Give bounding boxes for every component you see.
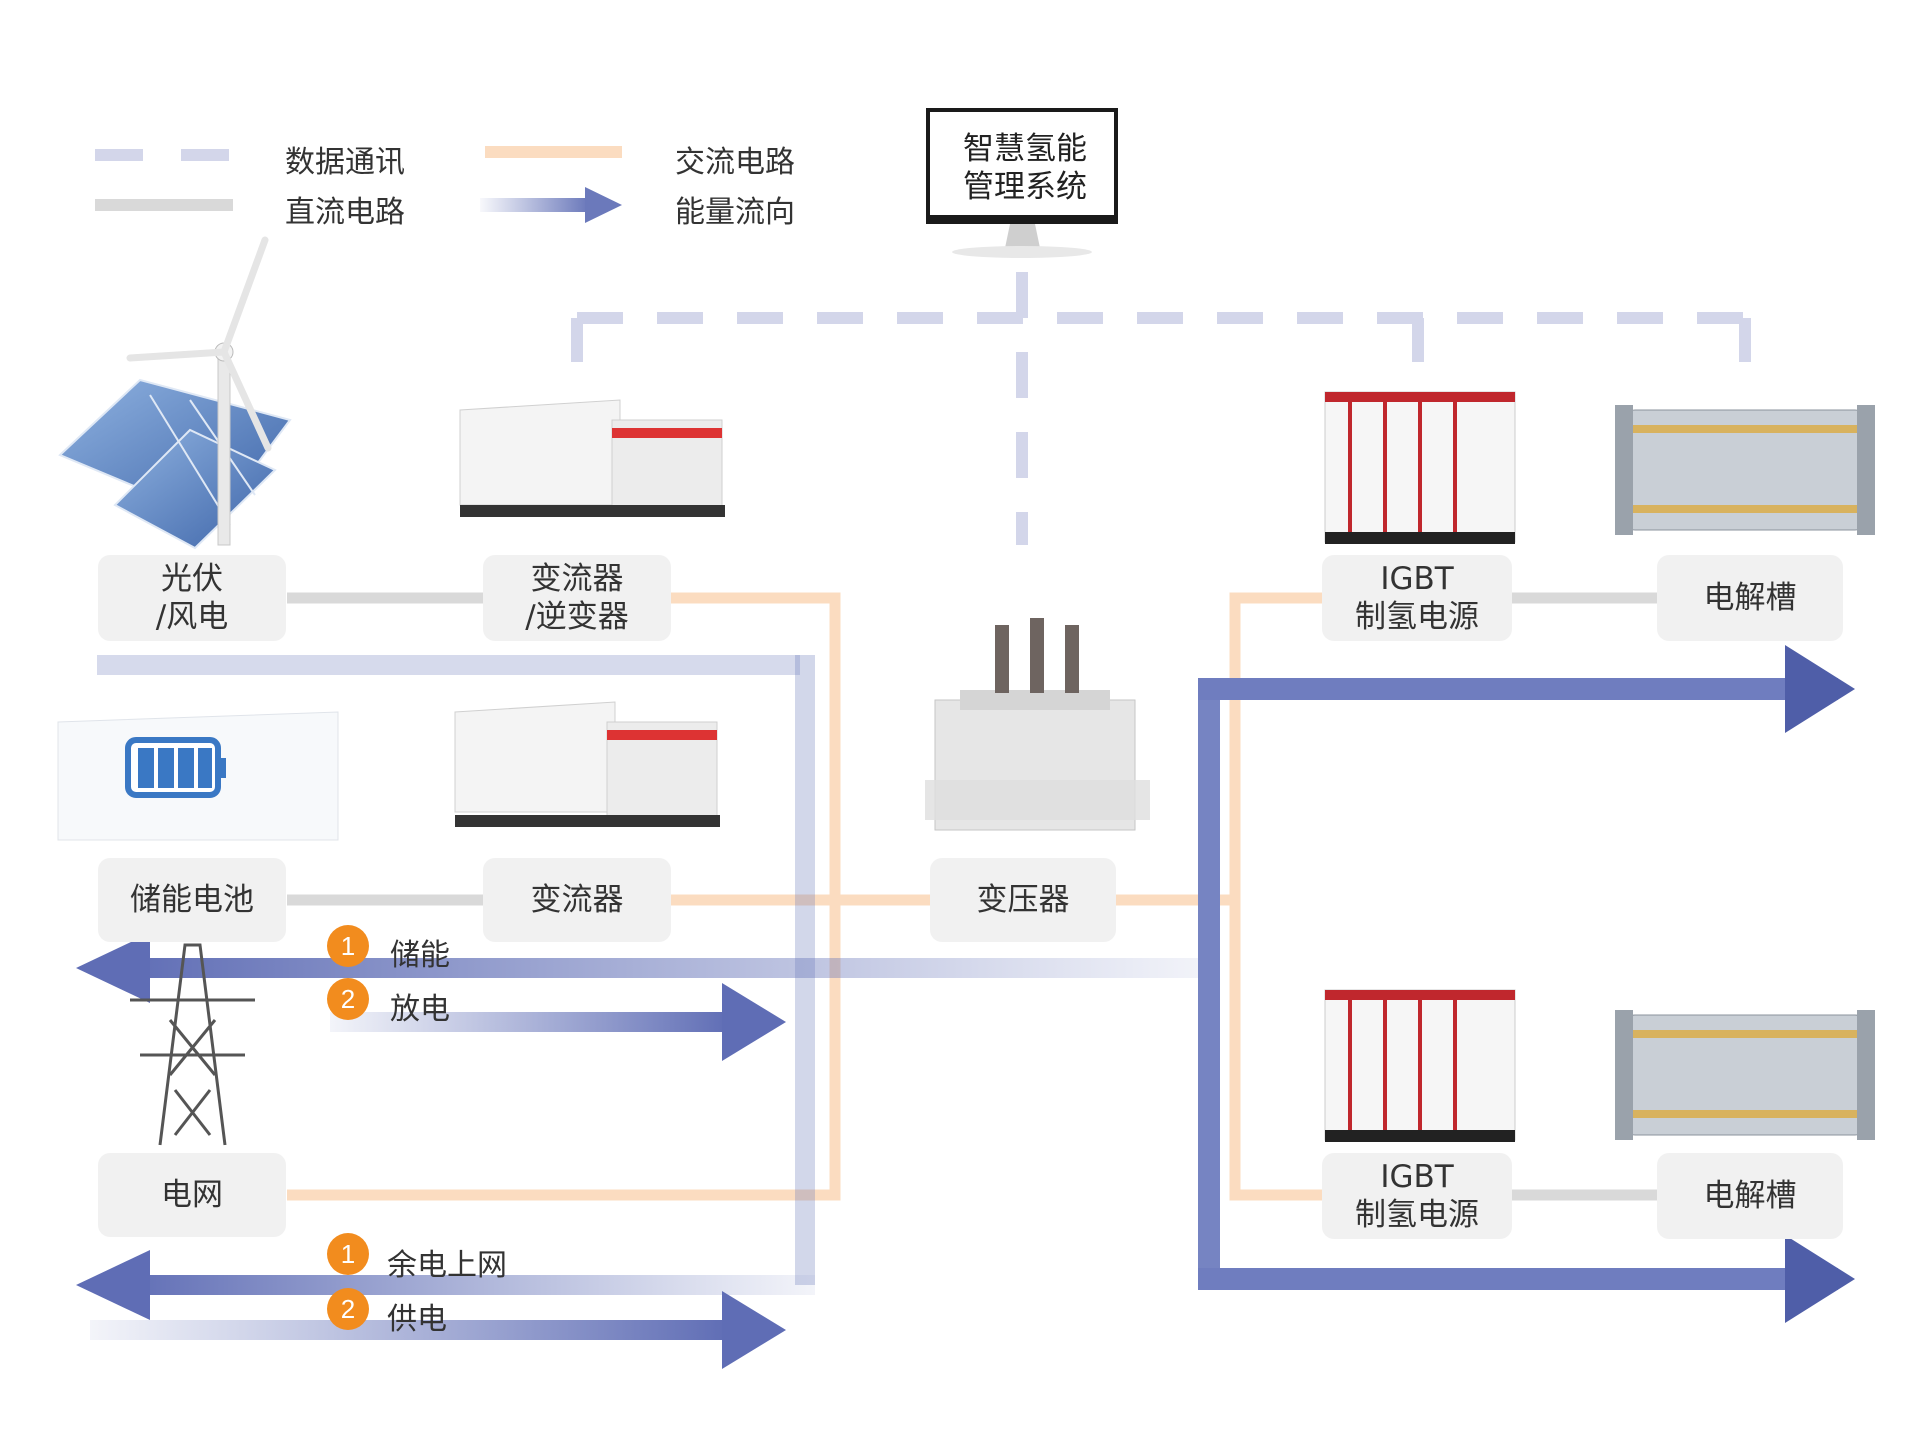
badge-discharge-2: 2	[327, 978, 369, 1020]
electrolyzer-image-bottom	[1615, 1010, 1875, 1140]
badge-surplus-1: 1	[327, 1233, 369, 1275]
flow-top-right-arrow	[1785, 645, 1855, 733]
management-system-label: 智慧氢能 管理系统	[935, 130, 1115, 206]
badge-storage-1: 1	[327, 925, 369, 967]
legend-flow-arrow	[480, 187, 622, 223]
data-comm-lines	[571, 272, 1763, 545]
electrolyzer-image-top	[1615, 405, 1875, 535]
energy-flow	[76, 645, 1855, 1369]
node-transformer: 变压器	[930, 858, 1116, 942]
transformer-image	[925, 618, 1150, 831]
battery-container-image	[57, 711, 339, 841]
flow-discharge-bar	[330, 1012, 730, 1032]
power-tower-image	[130, 943, 255, 1146]
converter-image	[454, 701, 720, 827]
flow-supply-bar	[90, 1320, 730, 1340]
node-grid: 电网	[98, 1153, 286, 1237]
flow-right-trunk	[1198, 678, 1220, 1288]
legend-dc-label: 直流电路	[285, 195, 405, 230]
node-igbt-bottom-line2: 制氢电源	[1355, 1197, 1479, 1233]
flow-label-storage: 储能	[390, 938, 450, 973]
flow-discharge-arrow	[722, 983, 786, 1061]
solar-wind-image	[58, 236, 292, 550]
flow-bottom-right-arrow	[1785, 1235, 1855, 1323]
flow-label-discharge: 放电	[390, 992, 450, 1027]
management-system-line1: 智慧氢能	[963, 131, 1087, 167]
node-converter: 变流器	[483, 858, 671, 942]
flow-surplus-bar	[120, 1275, 815, 1295]
flow-supply-arrow	[722, 1291, 786, 1369]
legend	[95, 146, 622, 223]
monitor-icon	[926, 108, 1118, 258]
node-igbt-top-line2: 制氢电源	[1355, 599, 1479, 635]
flow-surplus-arrow	[76, 1250, 150, 1320]
legend-data-comm-label: 数据通讯	[285, 145, 405, 180]
node-converter-inverter-line2: /逆变器	[525, 599, 629, 635]
flow-storage-left-arrow	[76, 933, 150, 1003]
igbt-cabinet-image-top	[1324, 391, 1516, 544]
converter-inverter-image	[459, 399, 725, 517]
dc-lines	[287, 592, 1660, 1201]
node-pv-wind: 光伏 /风电	[98, 555, 286, 641]
node-converter-inverter-line1: 变流器	[530, 561, 624, 597]
flow-main-bar	[120, 958, 1210, 978]
legend-ac-label: 交流电路	[675, 145, 795, 180]
legend-flow-label: 能量流向	[675, 195, 795, 230]
node-electrolyzer-top: 电解槽	[1657, 555, 1843, 641]
node-converter-inverter: 变流器 /逆变器	[483, 555, 671, 641]
node-igbt-bottom: IGBT 制氢电源	[1322, 1153, 1512, 1239]
flow-label-supply: 供电	[387, 1302, 447, 1337]
flow-pv-bar	[97, 655, 800, 675]
flow-bottom-right-bar	[1198, 1268, 1838, 1290]
node-igbt-top-line1: IGBT	[1380, 561, 1454, 597]
node-battery: 储能电池	[98, 858, 286, 942]
node-pv-wind-line2: /风电	[155, 599, 229, 635]
management-system-line2: 管理系统	[963, 169, 1087, 205]
flow-label-surplus: 余电上网	[387, 1248, 507, 1283]
node-igbt-top: IGBT 制氢电源	[1322, 555, 1512, 641]
badge-supply-2: 2	[327, 1288, 369, 1330]
igbt-cabinet-image-bottom	[1324, 989, 1516, 1142]
node-igbt-bottom-line1: IGBT	[1380, 1159, 1454, 1195]
node-electrolyzer-bottom: 电解槽	[1657, 1153, 1843, 1239]
node-pv-wind-line1: 光伏	[161, 561, 223, 597]
flow-top-right-bar	[1198, 678, 1838, 700]
